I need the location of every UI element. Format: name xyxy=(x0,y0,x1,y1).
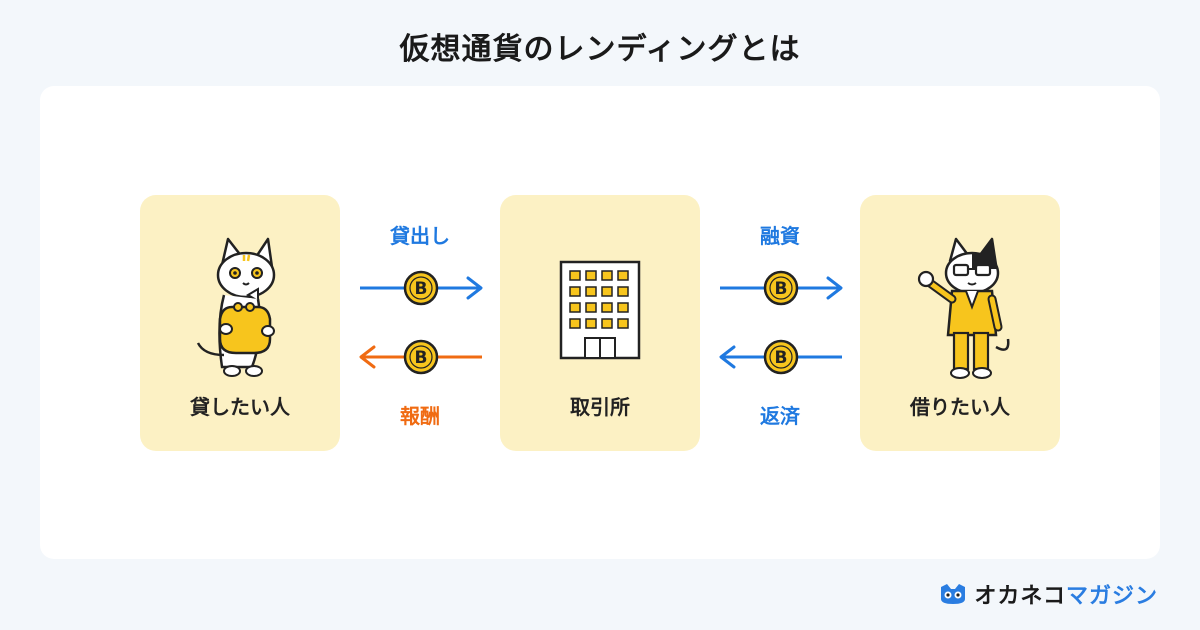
coin-symbol: B xyxy=(415,348,428,368)
coin-icon: B xyxy=(763,339,799,375)
node-borrower: 借りたい人 xyxy=(860,195,1060,451)
cat-with-purse-icon xyxy=(196,237,276,377)
coin-icon: B xyxy=(763,270,799,306)
brand-name-part2: マガジン xyxy=(1065,584,1158,609)
cat-in-suit-icon xyxy=(917,237,1010,379)
node-label-borrower: 借りたい人 xyxy=(910,395,1010,419)
coin-symbol: B xyxy=(775,279,788,299)
node-label-lender: 貸したい人 xyxy=(190,395,290,419)
flow-label-lend-out: 貸出し xyxy=(390,224,450,248)
page-title: 仮想通貨のレンディングとは xyxy=(399,32,801,67)
brand-name: オカネコマガジン xyxy=(974,578,1158,610)
coin-icon: B xyxy=(403,270,439,306)
flow-label-repayment: 返済 xyxy=(760,404,800,428)
node-lender: 貸したい人 xyxy=(140,195,340,451)
coin-icon: B xyxy=(403,339,439,375)
cat-face-logo-icon xyxy=(941,584,966,604)
flow-label-financing: 融資 xyxy=(760,224,800,248)
building-icon xyxy=(559,260,641,360)
flow-label-reward: 報酬 xyxy=(400,404,440,428)
brand-name-part1: オカネコ xyxy=(974,584,1066,609)
coin-symbol: B xyxy=(415,279,428,299)
node-exchange: 取引所 xyxy=(500,195,700,451)
node-label-exchange: 取引所 xyxy=(570,395,630,419)
coin-symbol: B xyxy=(775,348,788,368)
brand-logo: オカネコマガジン xyxy=(938,578,1158,610)
